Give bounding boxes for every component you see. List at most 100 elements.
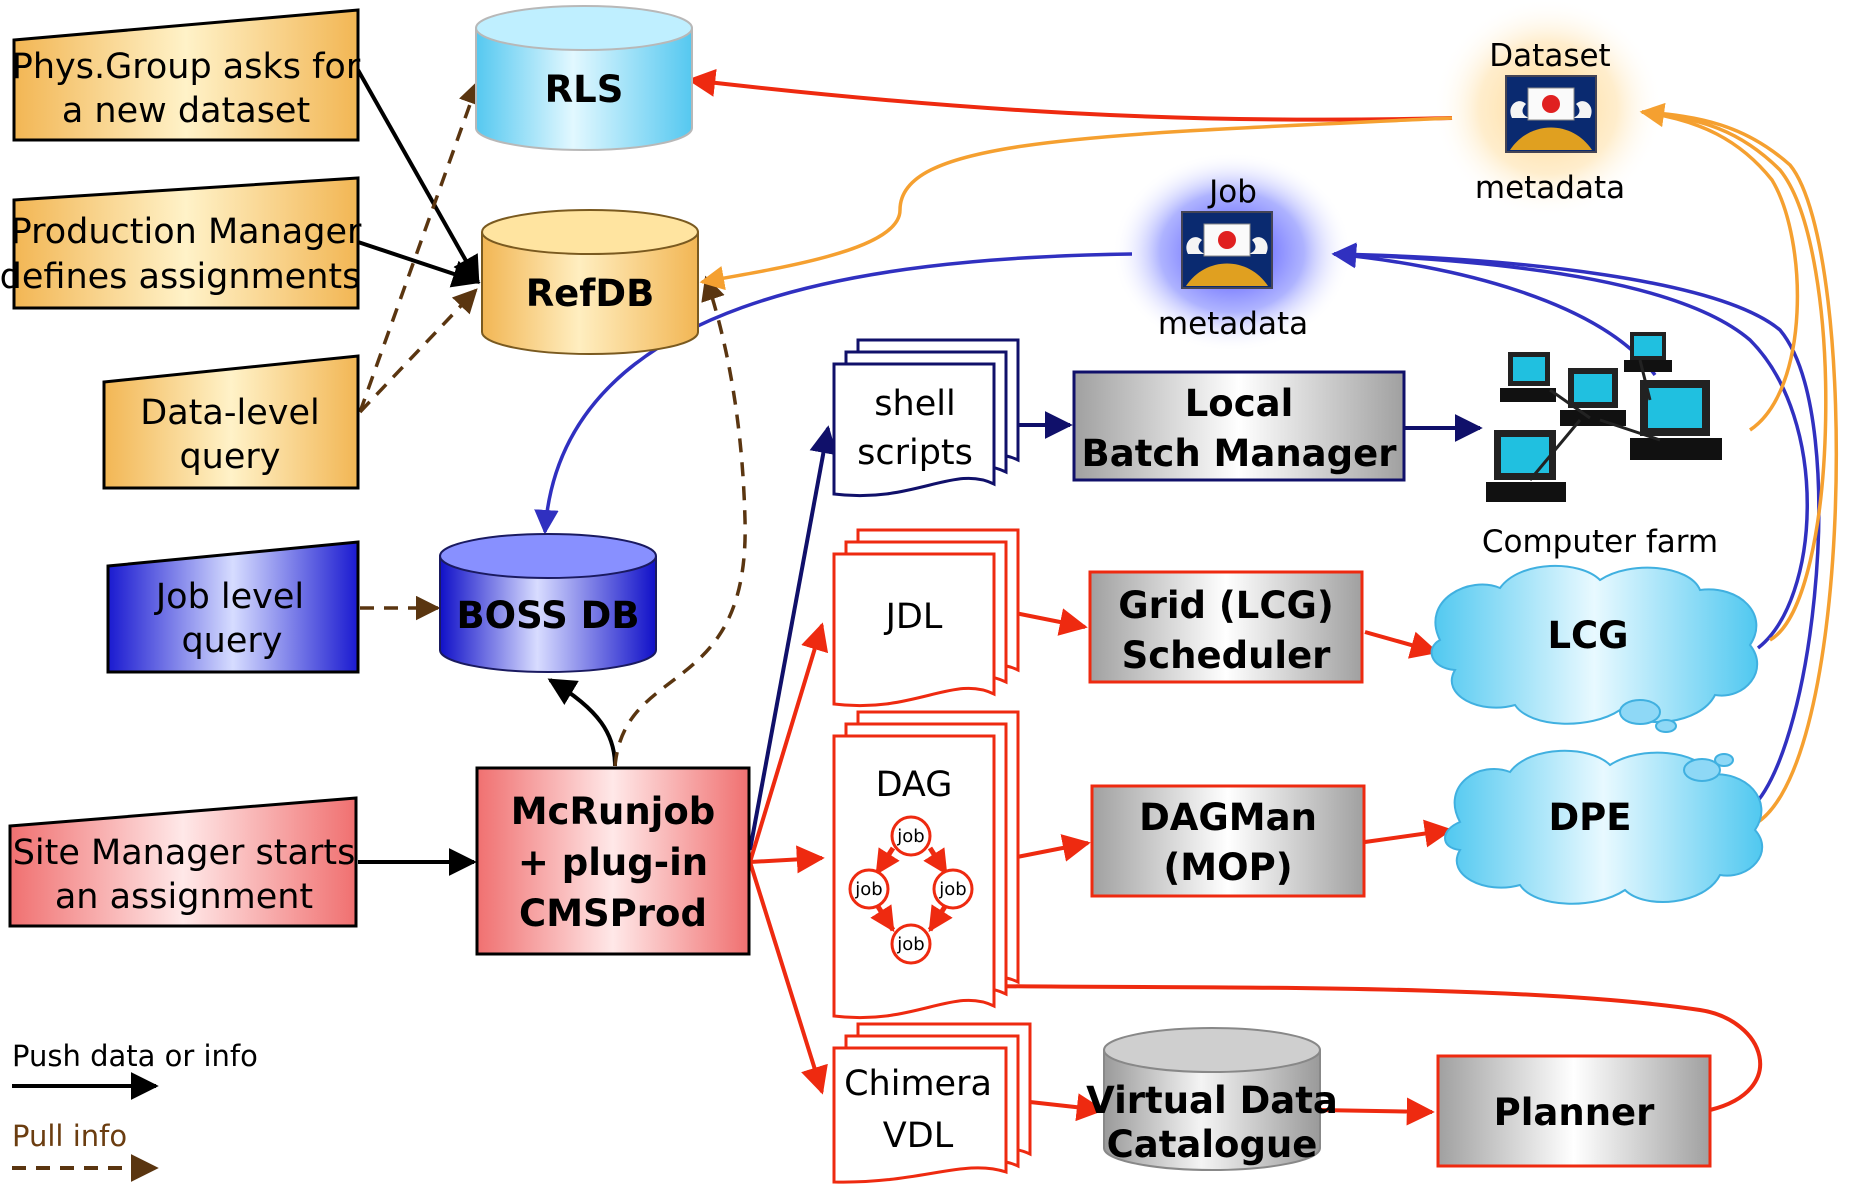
local-batch-manager-box: Local Batch Manager <box>1072 370 1406 482</box>
arrow-dagman-to-dpe <box>1364 819 1453 848</box>
arrow-jdl-to-grid <box>1009 608 1088 636</box>
arrow-farm-to-jobmeta <box>1331 243 1657 377</box>
site-manager-line2: an assignment <box>55 877 313 917</box>
job-query-line1: Job level <box>154 577 304 617</box>
arrow-planner-to-dag <box>927 971 1763 1112</box>
phys-group-line2: a new dataset <box>62 91 310 131</box>
job-query-line2: query <box>181 621 282 661</box>
mcrunjob-line1: McRunjob <box>511 790 716 833</box>
dagman-line1: DAGMan <box>1139 796 1317 839</box>
job-meta-line1: Job <box>1207 174 1257 210</box>
arrow-mcrunjob-to-dag <box>749 845 825 874</box>
mcrunjob-line3: CMSProd <box>519 892 707 935</box>
dag-doc: DAG job job job job <box>832 710 1020 1020</box>
lcg-cloud: LCG <box>1430 564 1759 733</box>
dag-job-left: job <box>854 879 882 900</box>
arrow-dpe-to-jobmeta <box>1333 252 1821 817</box>
rls-label: RLS <box>545 68 624 111</box>
job-level-query-box: Job level query <box>106 540 360 674</box>
arrow-vdc-to-planner <box>1317 1097 1435 1126</box>
shell-line2: scripts <box>857 433 973 473</box>
arrow-mcrunjob-to-shell <box>748 425 838 851</box>
jdl-doc: JDL <box>832 528 1020 708</box>
arrow-dag-to-dagman <box>1011 834 1091 862</box>
computer-icon <box>1624 332 1672 372</box>
arrow-jobmeta-to-boss <box>534 252 1133 535</box>
grid-scheduler-box: Grid (LCG) Scheduler <box>1088 570 1364 684</box>
vdc-line1: Virtual Data <box>1086 1079 1338 1122</box>
arrow-grid-to-lcg <box>1364 630 1439 659</box>
grid-line2: Scheduler <box>1122 634 1332 677</box>
site-manager-box: Site Manager starts an assignment <box>8 796 358 928</box>
planner-label: Planner <box>1494 1091 1656 1134</box>
envelope-icon <box>1505 75 1597 153</box>
dagman-box: DAGMan (MOP) <box>1090 784 1366 898</box>
boss-db-label: BOSS DB <box>456 594 639 637</box>
boss-db-database: BOSS DB <box>439 533 657 673</box>
legend: Push data or info Pull info <box>12 1039 258 1182</box>
rls-database: RLS <box>475 5 693 151</box>
job-metadata: Job metadata <box>1158 174 1308 342</box>
dagman-line2: (MOP) <box>1163 846 1292 889</box>
arrow-dpe-to-dataset <box>1641 110 1839 830</box>
virtual-data-catalogue-database: Virtual Data Catalogue <box>1086 1027 1338 1171</box>
pull-query-to-refdb <box>358 288 478 414</box>
dpe-label: DPE <box>1548 796 1631 839</box>
local-batch-line2: Batch Manager <box>1082 432 1398 475</box>
mcrunjob-line2: + plug-in <box>518 841 708 884</box>
computer-icon <box>1630 380 1722 460</box>
computer-icon <box>1500 352 1556 402</box>
chimera-vdl-doc: Chimera VDL <box>832 1022 1032 1184</box>
shell-line1: shell <box>874 384 955 424</box>
dag-label: DAG <box>876 765 953 805</box>
dag-job-bottom: job <box>896 934 924 955</box>
prod-manager-line2: defines assignments <box>0 257 360 297</box>
planner-box: Planner <box>1436 1054 1712 1168</box>
computer-farm-label: Computer farm <box>1482 524 1718 560</box>
dag-job-right: job <box>938 879 966 900</box>
dataset-metadata: Dataset metadata <box>1475 38 1625 206</box>
phys-group-box: Phys.Group asks for a new dataset <box>12 8 361 142</box>
arrow-mcrunjob-to-jdl <box>748 622 829 863</box>
grid-line1: Grid (LCG) <box>1118 584 1334 627</box>
job-meta-line2: metadata <box>1158 306 1308 342</box>
computer-icon <box>1560 368 1626 426</box>
dpe-cloud: DPE <box>1444 749 1763 905</box>
dag-graph: job job job job <box>848 815 974 965</box>
arrow-chimera-to-vdc <box>1029 1093 1105 1122</box>
arrow-lcg-to-dataset <box>1641 110 1828 642</box>
envelope-icon <box>1181 211 1273 289</box>
shell-scripts-doc: shell scripts <box>832 338 1020 498</box>
connectors <box>356 68 1839 1126</box>
prod-manager-line1: Production Manager <box>11 212 362 252</box>
local-batch-line1: Local <box>1185 382 1294 425</box>
chimera-line1: Chimera <box>844 1064 992 1104</box>
dataset-meta-line2: metadata <box>1475 170 1625 206</box>
arrow-dataset-to-refdb <box>699 116 1453 291</box>
dataset-meta-line1: Dataset <box>1489 38 1610 74</box>
arrow-prodmgr-to-refdb <box>357 240 481 288</box>
legend-pull-label: Pull info <box>12 1119 127 1153</box>
arrow-phys-to-refdb <box>356 69 480 285</box>
computer-farm: Computer farm <box>1482 332 1722 560</box>
lcg-label: LCG <box>1547 614 1628 657</box>
mcrunjob-box: McRunjob + plug-in CMSProd <box>475 766 751 956</box>
computer-icon <box>1486 430 1566 502</box>
phys-group-line1: Phys.Group asks for <box>12 47 361 87</box>
arrow-dataset-to-rls <box>687 68 1453 122</box>
legend-push-label: Push data or info <box>12 1039 258 1073</box>
data-level-query-box: Data-level query <box>102 354 360 490</box>
jdl-label: JDL <box>884 597 943 637</box>
dag-job-top: job <box>896 826 924 847</box>
arrow-farm-to-dataset <box>1639 102 1800 432</box>
arrow-mcrunjob-to-boss <box>547 678 617 767</box>
data-query-line2: query <box>179 437 280 477</box>
refdb-database: RefDB <box>481 209 699 355</box>
chimera-line2: VDL <box>883 1116 954 1156</box>
pull-query-to-rls <box>358 79 483 413</box>
arrow-lcg-to-jobmeta <box>1331 242 1809 650</box>
production-manager-box: Production Manager defines assignments <box>0 176 362 310</box>
arrow-mcrunjob-to-chimera <box>748 861 828 1095</box>
site-manager-line1: Site Manager starts <box>13 833 356 873</box>
